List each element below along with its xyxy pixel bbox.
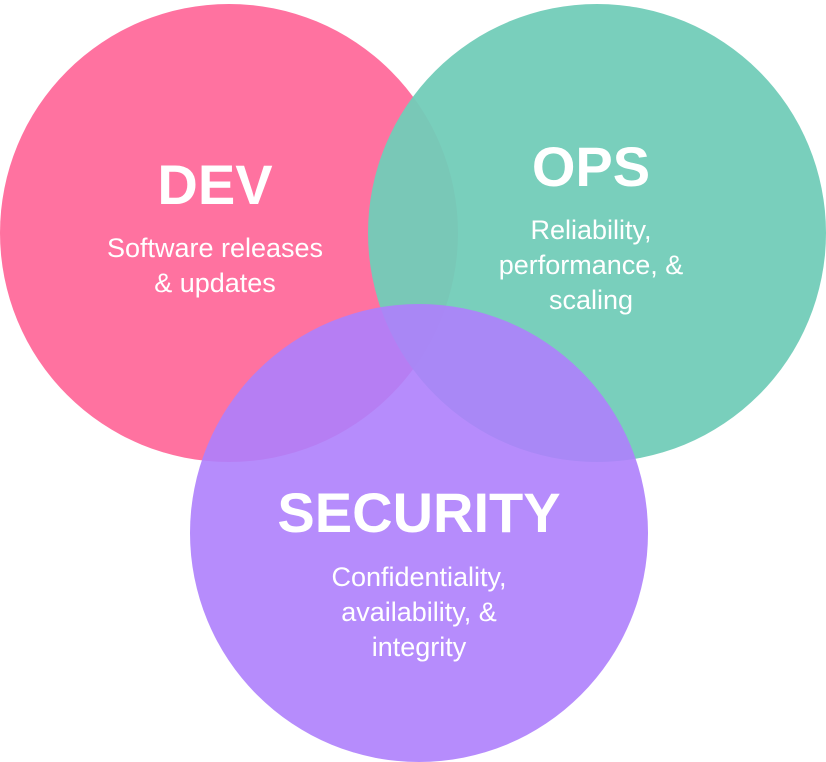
dev-description-line: & updates (154, 268, 276, 298)
ops-title: OPS (531, 135, 651, 198)
security-title: SECURITY (277, 481, 561, 544)
security-description-line: integrity (371, 632, 467, 662)
dev-description-line: Software releases (106, 233, 324, 263)
ops-description-line: Reliability, (530, 215, 652, 245)
ops-description-line: performance, & (498, 250, 684, 280)
ops-description-line: scaling (548, 285, 634, 315)
dev-title: DEV (157, 153, 273, 216)
ops-label-group: OPS Reliability, performance, & scaling (499, 137, 684, 318)
security-label-group: SECURITY Confidentiality, availability, … (277, 483, 560, 665)
dev-label-group: DEV Software releases & updates (107, 155, 323, 301)
security-description-line: availability, & (341, 597, 497, 627)
security-description-line: Confidentiality, (331, 562, 507, 592)
security-circle (190, 304, 648, 762)
